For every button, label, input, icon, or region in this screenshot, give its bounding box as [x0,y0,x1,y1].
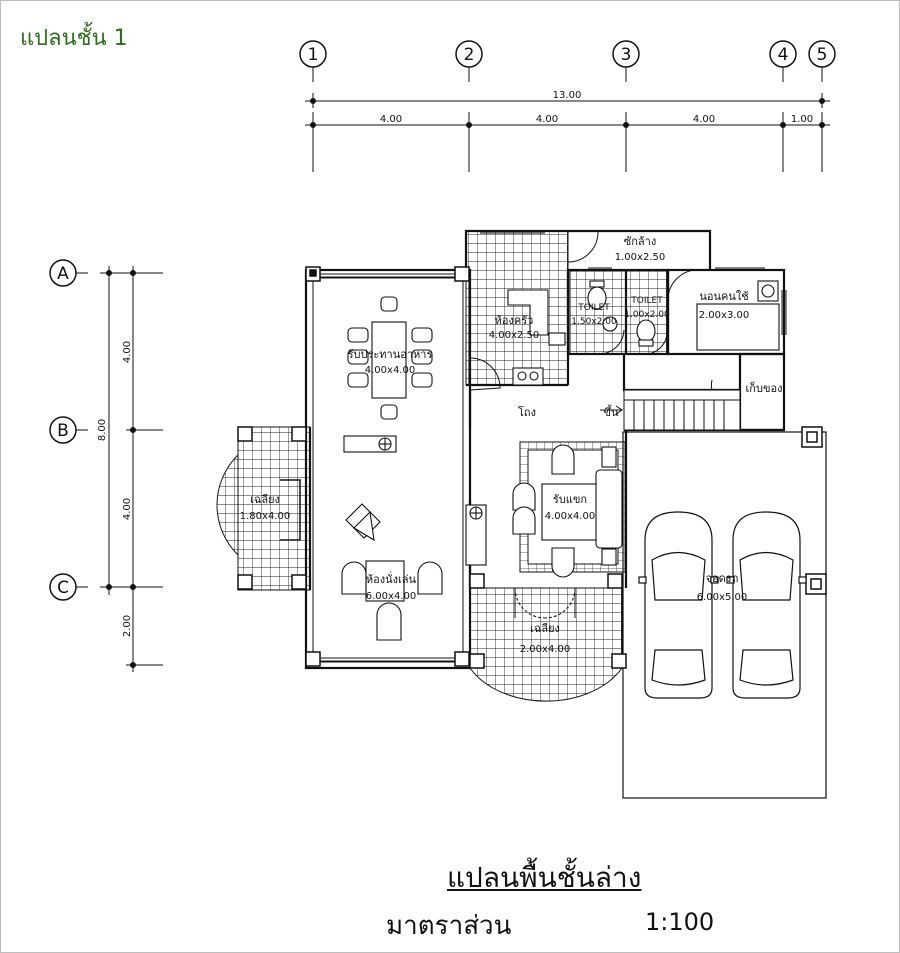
room-size-maid: 2.00x3.00 [699,310,749,321]
row-grid-markers [49,259,163,672]
dim-span-4: 1.00 [791,114,813,125]
room-name-terrace-front: เฉลียง [530,622,560,635]
room-size-terrace-left: 1.80x4.00 [240,511,290,522]
room-size-toilet1: 1.50x2.00 [571,317,617,327]
room-size-laundry: 1.00x2.50 [615,252,665,263]
grid-label-col-4: 4 [778,45,789,65]
grid-label-col-5: 5 [817,45,828,65]
dim-span-2: 4.00 [536,114,558,125]
grid-bubble-col-5 [808,40,836,82]
dim-total-depth: 8.00 [97,419,108,441]
dim-row-span-2: 4.00 [122,498,133,520]
room-name-toilet2: TOILET [630,296,663,306]
room-name-maid: นอนคนใช้ [699,290,748,303]
furniture [341,280,780,641]
label-stairs-up: ขึ้น [603,404,619,419]
room-name-kitchen: ห้องครัว [495,314,534,327]
grid-label-row-C: C [57,578,69,598]
room-size-guest: 4.00x4.00 [545,511,595,522]
stairs [600,389,741,431]
room-name-laundry: ซักล้าง [624,235,656,248]
cars [638,511,807,699]
dim-row-span-3: 2.00 [122,615,133,637]
vertical-dimensions: 8.00 4.00 4.00 2.00 [97,341,133,637]
terrace-left-arc [216,453,239,557]
walls [304,229,827,799]
room-name-hall: โถง [518,405,536,419]
horizontal-dimensions: 13.00 4.00 4.00 4.00 1.00 [380,90,813,125]
room-name-guest: รับแขก [553,493,587,506]
room-size-toilet2: 1.00x2.00 [624,310,670,320]
scale-label: มาตราส่วน [386,911,512,941]
grid-label-row-A: A [57,264,69,284]
room-name-garage: จอดรถ [706,572,739,585]
windows [320,232,787,663]
room-size-living: 6.00x4.00 [366,591,416,602]
column-grid-markers [299,40,836,172]
grid-label-col-1: 1 [308,45,319,65]
grid-bubble-row-A [49,259,88,287]
maid-bed [696,303,780,351]
dim-span-3: 4.00 [693,114,715,125]
room-name-living: ห้องนั่งเล่น [366,571,417,586]
kitchen-tile [465,230,569,386]
room-size-dining: 4.00x4.00 [365,365,415,376]
dim-row-span-1: 4.00 [122,341,133,363]
row-grid-labels: A B C [57,264,69,598]
grid-label-col-3: 3 [621,45,632,65]
room-labels: ซักล้าง 1.00x2.50 ห้องครัว 4.00x2.50 TOI… [240,235,783,655]
room-size-terrace-front: 2.00x4.00 [520,644,570,655]
grid-bubble-row-B [49,416,88,444]
car-right-icon [726,511,807,699]
terrace-front-tile [469,587,623,702]
grid-label-col-2: 2 [464,45,475,65]
car-left-icon [638,511,719,699]
room-name-terrace-left: เฉลียง [250,493,280,506]
scale-value: 1:100 [645,908,715,936]
room-size-garage: 6.00x5.00 [697,592,747,603]
dim-total-width: 13.00 [553,90,582,101]
column-grid-labels: 1 2 3 4 5 [308,45,828,65]
drawing-title: แปลนพื้นชั้นล่าง [447,861,642,894]
room-name-storage: เก็บของ [746,381,783,395]
room-size-kitchen: 4.00x2.50 [489,330,539,341]
grid-bubble-col-1 [299,40,327,82]
terrace-left-tile [237,426,311,591]
grid-bubble-col-4 [769,40,797,82]
room-name-dining: รับประทานอาหาร [348,348,433,361]
coffee-table [541,483,599,541]
grid-bubble-col-2 [455,40,483,82]
dining-table [371,321,407,399]
grid-bubble-row-C [49,573,88,601]
room-name-toilet1: TOILET [577,303,610,313]
dim-span-1: 4.00 [380,114,402,125]
page-label: แปลนชั้น 1 [20,26,128,51]
grid-bubble-col-3 [612,40,640,82]
grid-label-row-B: B [57,421,69,441]
